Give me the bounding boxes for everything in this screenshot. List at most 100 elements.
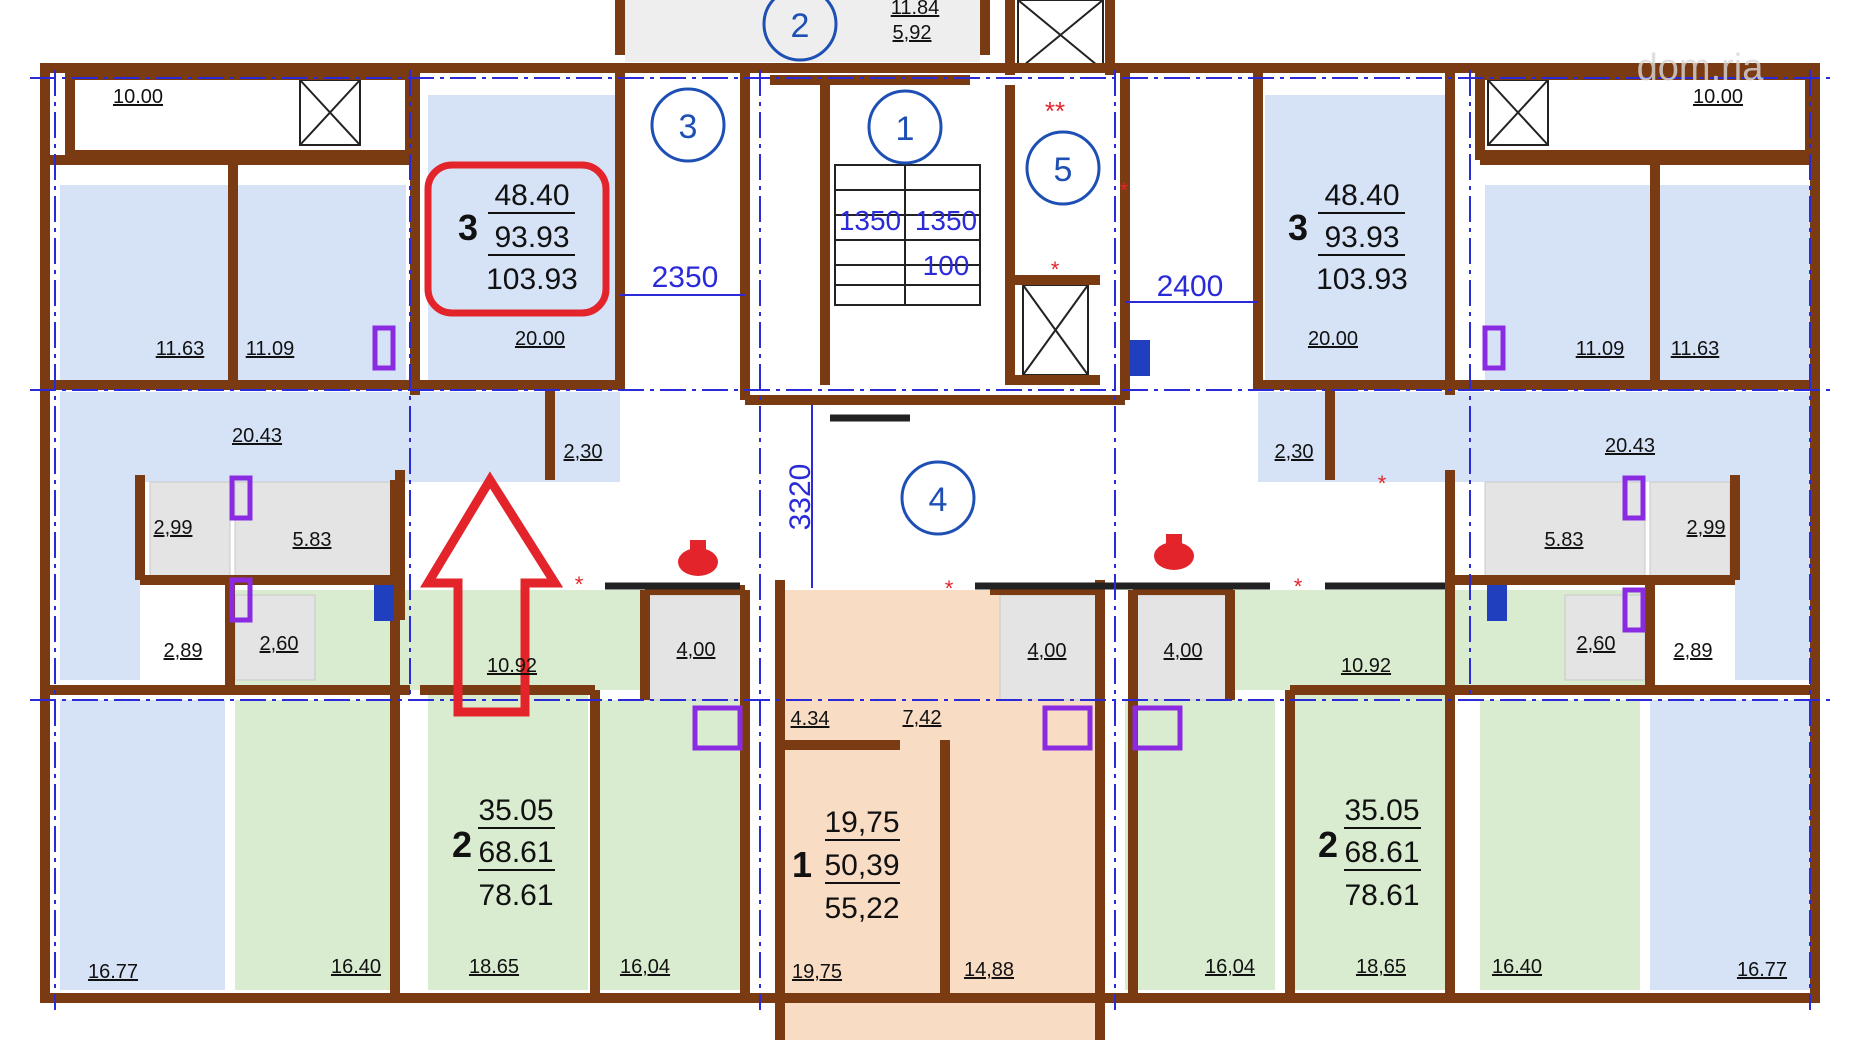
purple-fixture-8 bbox=[1622, 475, 1646, 521]
apt-right-2: 2 35.05 68.61 78.61 bbox=[1318, 794, 1421, 912]
dim-1350-b: 1350 bbox=[915, 205, 977, 236]
area-l-balcony: 10.00 bbox=[113, 86, 163, 108]
apt-left-3-with-balcony: 103.93 bbox=[486, 263, 578, 296]
area-r2-room: 18,65 bbox=[1356, 956, 1406, 978]
highlight-frame bbox=[424, 161, 610, 317]
stair-flight bbox=[834, 164, 981, 306]
hydrant-left-icon bbox=[678, 548, 718, 576]
marker-5-circle bbox=[1025, 130, 1101, 206]
marker-1-circle bbox=[867, 89, 943, 165]
room-fill-right-hall-lower bbox=[1735, 480, 1813, 680]
area-l-closet: 2,30 bbox=[564, 441, 603, 463]
apt-center-1-living: 19,75 bbox=[824, 806, 899, 839]
area-l2-room: 18.65 bbox=[469, 956, 519, 978]
area-top-balcony: 11.84 bbox=[891, 0, 940, 19]
area-l-store: 2,89 bbox=[164, 640, 203, 662]
star-6: * bbox=[1051, 257, 1060, 282]
apt-left-2-with-balcony: 78.61 bbox=[478, 879, 553, 912]
tile-left-bath2 bbox=[647, 594, 744, 701]
electric-box-right bbox=[1487, 585, 1507, 621]
room-fill-right-2-room bbox=[1290, 690, 1450, 990]
room-fill-left-2-kitchen bbox=[235, 700, 395, 990]
area-l-wc: 2,99 bbox=[154, 517, 193, 539]
tile-center-bath-right bbox=[1132, 594, 1234, 701]
apt-center-1-with-balcony: 55,22 bbox=[824, 892, 899, 925]
area-l-room-c: 20.00 bbox=[515, 328, 565, 350]
axes bbox=[30, 70, 1830, 1010]
marker-2: 2 bbox=[791, 7, 810, 45]
star-1: * bbox=[575, 572, 584, 597]
marker-4-circle bbox=[900, 460, 976, 536]
tile-right-wc2 bbox=[1564, 594, 1646, 681]
hydrant-right-icon bbox=[1154, 542, 1194, 570]
area-r-big: 16.77 bbox=[1737, 959, 1787, 981]
area-r2-room2: 16,04 bbox=[1205, 956, 1255, 978]
circle-markers bbox=[650, 0, 1101, 536]
electric-box-center bbox=[1130, 340, 1150, 376]
room-area-labels: 10.00 10.00 11.84 5,92 11.63 11.09 20.00… bbox=[88, 0, 1787, 983]
area-c-room: 19,75 bbox=[792, 961, 842, 983]
room-fill-right-2-kitchen bbox=[1480, 700, 1640, 990]
area-l2-kitchen: 16.40 bbox=[331, 956, 381, 978]
electric-boxes bbox=[374, 340, 1507, 621]
marker-3: 3 bbox=[679, 108, 698, 146]
apt-right-2-total: 68.61 bbox=[1344, 836, 1419, 869]
watermark: dom.ria bbox=[1637, 47, 1765, 89]
purple-fixture-1 bbox=[372, 325, 396, 371]
dim-2350: 2350 bbox=[652, 261, 719, 294]
room-fills bbox=[60, 0, 1813, 1040]
room-fill-left-hall-lower bbox=[60, 480, 140, 680]
dim-1350-a: 1350 bbox=[839, 205, 901, 236]
apt-center-1-total: 50,39 bbox=[824, 849, 899, 882]
area-r2-kitchen: 16.40 bbox=[1492, 956, 1542, 978]
area-r-bath: 5.83 bbox=[1545, 529, 1584, 551]
apt-left-3: 3 48.40 93.93 103.93 bbox=[458, 179, 578, 296]
room-fill-left-2-room2 bbox=[590, 700, 745, 990]
apt-right-2-living: 35.05 bbox=[1344, 794, 1419, 827]
area-r-store: 2,89 bbox=[1674, 640, 1713, 662]
star-4: * bbox=[1378, 471, 1387, 496]
corridor-walls bbox=[605, 414, 1445, 590]
room-fill-top-balcony bbox=[625, 0, 980, 62]
room-fill-right-bottom-big bbox=[1650, 700, 1813, 990]
dim-100: 100 bbox=[923, 250, 970, 281]
room-fill-left-top-room-a bbox=[60, 185, 230, 385]
purple-fixture-3 bbox=[229, 577, 253, 623]
room-fill-right-hall bbox=[1258, 392, 1813, 482]
apt-left-2-living: 35.05 bbox=[478, 794, 553, 827]
area-r-wc: 2,99 bbox=[1687, 517, 1726, 539]
room-fill-left-top-room-c bbox=[428, 95, 618, 385]
apt-left-2-total: 68.61 bbox=[478, 836, 553, 869]
apt-right-2-with-balcony: 78.61 bbox=[1344, 879, 1419, 912]
area-r-room-b: 11.09 bbox=[1576, 338, 1625, 360]
marker-1: 1 bbox=[896, 110, 915, 148]
area-c-kitchen-top: 7,42 bbox=[903, 707, 942, 729]
apt-right-3-with-balcony: 103.93 bbox=[1316, 263, 1408, 296]
electric-box-left bbox=[374, 585, 394, 621]
purple-fixture-5 bbox=[1042, 705, 1093, 751]
apt-left-3-living: 48.40 bbox=[494, 179, 569, 212]
room-fill-left-hall bbox=[60, 392, 620, 482]
dimension-lines bbox=[620, 294, 1258, 588]
purple-fixtures bbox=[229, 325, 1646, 751]
area-c-bath-right: 4,00 bbox=[1164, 640, 1203, 662]
apt-right-3: 3 48.40 93.93 103.93 bbox=[1288, 179, 1408, 296]
labels: 1 2 3 4 5 ** 2350 2400 3320 1350 1350 10… bbox=[88, 0, 1787, 983]
hydrants bbox=[678, 534, 1194, 576]
room-fill-left-top-room-b bbox=[238, 185, 406, 385]
dim-3320: 3320 bbox=[784, 464, 817, 531]
room-fill-right-2-room2 bbox=[1125, 700, 1275, 990]
apt-left-3-rooms: 3 bbox=[458, 207, 478, 248]
apt-right-3-total: 93.93 bbox=[1324, 221, 1399, 254]
marker-4: 4 bbox=[929, 481, 948, 519]
apt-center-1-rooms: 1 bbox=[792, 844, 812, 885]
marker-3-circle bbox=[650, 87, 726, 163]
area-l-bath: 5.83 bbox=[293, 529, 332, 551]
room-fill-right-top-room-c bbox=[1265, 95, 1455, 385]
dim-2400: 2400 bbox=[1157, 270, 1224, 303]
area-l2-room2: 16,04 bbox=[620, 956, 670, 978]
area-r-closet: 2,30 bbox=[1275, 441, 1314, 463]
stars-marker: ** bbox=[1045, 96, 1065, 126]
